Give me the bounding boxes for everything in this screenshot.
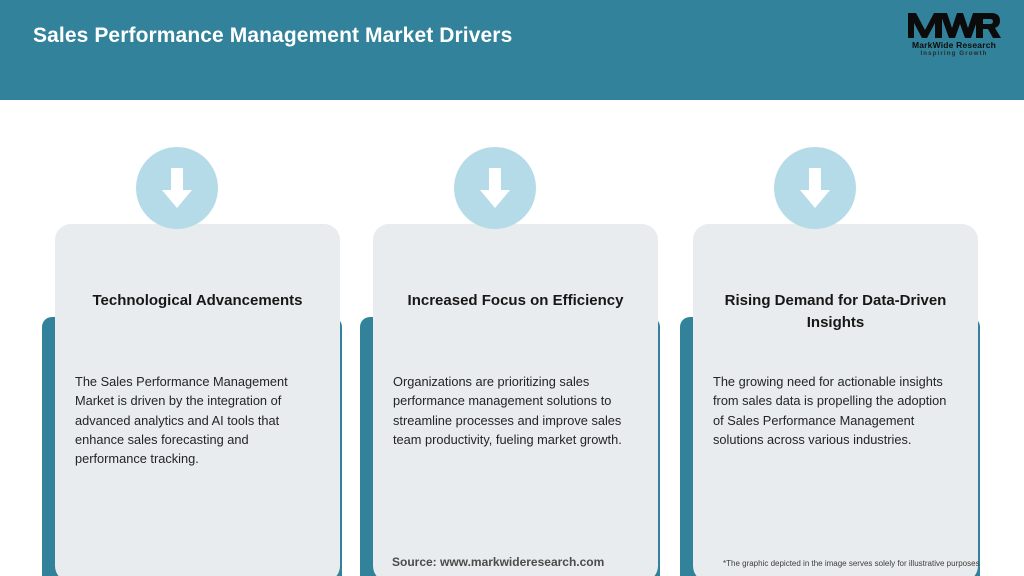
card-title: Increased Focus on Efficiency xyxy=(407,292,624,309)
driver-card[interactable]: Rising Demand for Data-Driven Insights T… xyxy=(680,147,980,576)
driver-cards-container: Technological Advancements The Sales Per… xyxy=(0,100,1024,576)
arrow-down-icon xyxy=(774,147,856,229)
driver-card[interactable]: Increased Focus on Efficiency Organizati… xyxy=(360,147,660,576)
card-panel xyxy=(693,224,978,576)
disclaimer-label: *The graphic depicted in the image serve… xyxy=(723,559,980,568)
card-body-text: The growing need for actionable insights… xyxy=(713,374,947,447)
arrow-down-icon xyxy=(136,147,218,229)
logo-tagline: Inspiring Growth xyxy=(920,50,988,57)
card-title: Rising Demand for Data-Driven Insights xyxy=(724,292,947,331)
header-bar: Sales Performance Management Market Driv… xyxy=(0,0,1024,100)
logo-company-name: MarkWide Research xyxy=(911,40,997,50)
card-body-text: The Sales Performance Management Market … xyxy=(75,374,288,467)
card-title: Technological Advancements xyxy=(92,292,303,309)
card-panel xyxy=(373,224,658,576)
brand-logo: MarkWide Research Inspiring Growth xyxy=(902,10,1006,62)
driver-card[interactable]: Technological Advancements The Sales Per… xyxy=(42,147,342,576)
arrow-down-icon xyxy=(454,147,536,229)
source-label: Source: www.markwideresearch.com xyxy=(392,555,605,569)
mwr-logo-icon xyxy=(908,13,1001,38)
card-body-text: Organizations are prioritizing sales per… xyxy=(393,374,622,447)
card-panel xyxy=(55,224,340,576)
page-title: Sales Performance Management Market Driv… xyxy=(33,24,513,47)
